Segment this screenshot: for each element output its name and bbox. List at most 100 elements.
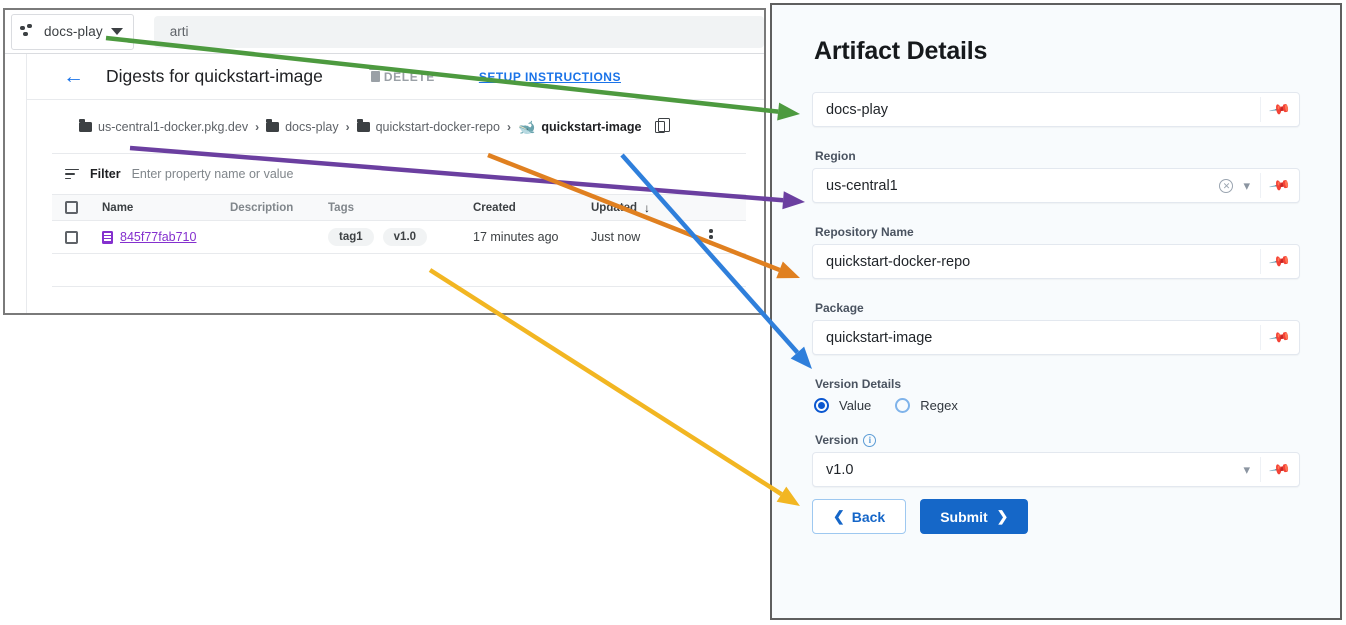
project-field[interactable]: docs-play 📌	[812, 92, 1300, 127]
back-button[interactable]: ❮ Back	[812, 499, 907, 534]
pin-icon: 📌	[1268, 325, 1293, 349]
digest-link[interactable]: 845f77fab710	[120, 230, 197, 244]
chevron-down-icon[interactable]: ▾	[1243, 461, 1250, 477]
column-header-description[interactable]: Description	[230, 201, 294, 214]
filter-input[interactable]: Enter property name or value	[131, 167, 294, 181]
left-rail	[5, 54, 27, 313]
filter-icon	[65, 168, 79, 180]
breadcrumb-separator: ›	[506, 119, 511, 134]
digest-icon	[102, 230, 113, 244]
breadcrumb-item-registry[interactable]: us-central1-docker.pkg.dev	[79, 119, 249, 134]
artifact-details-panel: Artifact Details docs-play 📌 Region us-c…	[770, 3, 1342, 620]
divider	[1260, 457, 1261, 482]
search-value: arti	[169, 24, 189, 39]
region-pin-button[interactable]: 📌	[1261, 169, 1299, 202]
kebab-menu-icon	[709, 230, 713, 244]
column-header-updated-label: Updated	[591, 201, 637, 214]
column-header-tags[interactable]: Tags	[328, 201, 354, 214]
breadcrumb-item-repo[interactable]: quickstart-docker-repo	[356, 119, 500, 134]
folder-icon	[79, 119, 92, 132]
arrow-down-icon: ↓	[644, 200, 650, 215]
copy-icon[interactable]	[655, 118, 671, 133]
pin-icon: 📌	[1268, 97, 1293, 121]
clear-circle-icon[interactable]: ✕	[1219, 178, 1234, 193]
row-menu-button[interactable]	[703, 230, 746, 244]
setup-instructions-link[interactable]: SETUP INSTRUCTIONS	[478, 69, 621, 84]
chevron-down-icon[interactable]: ▾	[1243, 177, 1250, 193]
submit-button[interactable]: Submit ❯	[920, 499, 1029, 534]
column-header-created[interactable]: Created	[473, 201, 516, 214]
project-name-label: docs-play	[44, 24, 103, 39]
delete-button[interactable]: DELETE	[369, 68, 435, 84]
breadcrumb-item-project[interactable]: docs-play	[266, 119, 339, 134]
version-pin-button[interactable]: 📌	[1261, 453, 1299, 486]
table-empty-area	[52, 254, 746, 287]
row-checkbox[interactable]	[52, 230, 102, 244]
project-pin-button[interactable]: 📌	[1261, 93, 1299, 126]
version-field[interactable]: v1.0 ▾ 📌	[812, 452, 1300, 487]
digests-table: Name Description Tags Created Updated ↓ …	[52, 195, 746, 287]
table-row[interactable]: 845f77fab710 tag1 v1.0 17 minutes ago Ju…	[52, 221, 746, 254]
info-icon[interactable]: i	[863, 433, 877, 447]
repository-pin-button[interactable]: 📌	[1261, 245, 1299, 278]
breadcrumb: us-central1-docker.pkg.dev › docs-play ›…	[27, 100, 764, 153]
version-details-radio-group: Value Regex	[814, 398, 1300, 413]
package-field[interactable]: quickstart-image 📌	[812, 320, 1300, 355]
breadcrumb-separator: ›	[255, 119, 260, 134]
console-topbar: docs-play arti	[5, 10, 764, 54]
cell-tags: tag1 v1.0	[328, 228, 473, 246]
chevron-left-icon: ❮	[833, 508, 845, 524]
pin-icon: 📌	[1268, 457, 1293, 481]
region-field[interactable]: us-central1 ✕ ▾ 📌	[812, 168, 1300, 203]
search-input[interactable]: arti	[153, 15, 764, 48]
repository-name-field[interactable]: quickstart-docker-repo 📌	[812, 244, 1300, 279]
radio-regex-label: Regex	[920, 398, 958, 413]
column-header-name[interactable]: Name	[102, 201, 134, 214]
folder-icon	[356, 119, 370, 132]
package-label: Package	[815, 301, 864, 315]
repository-name-label: Repository Name	[815, 225, 914, 239]
folder-icon	[266, 119, 280, 132]
version-field-value[interactable]: v1.0	[826, 461, 854, 478]
package-pin-button[interactable]: 📌	[1261, 321, 1299, 354]
package-field-value[interactable]: quickstart-image	[826, 329, 933, 346]
page-header: ← Digests for quickstart-image DELETE SE…	[27, 54, 764, 100]
page-title: Artifact Details	[814, 37, 988, 65]
checkbox-icon	[65, 201, 78, 214]
radio-value[interactable]	[814, 398, 829, 413]
region-label: Region	[815, 149, 856, 163]
region-field-value[interactable]: us-central1	[826, 177, 898, 194]
region-adornments: ✕ ▾	[1219, 169, 1260, 202]
console-body: ← Digests for quickstart-image DELETE SE…	[5, 54, 764, 313]
version-label-text: Version	[815, 433, 859, 447]
divider	[1260, 249, 1261, 274]
breadcrumb-label: docs-play	[285, 119, 339, 134]
radio-value-label: Value	[839, 398, 872, 413]
breadcrumb-label: us-central1-docker.pkg.dev	[98, 119, 249, 134]
radio-regex[interactable]	[895, 398, 911, 413]
select-all-checkbox[interactable]	[52, 201, 102, 214]
delete-label: DELETE	[383, 69, 435, 84]
tag-chip[interactable]: tag1	[328, 228, 374, 246]
pin-icon: 📌	[1268, 249, 1293, 273]
version-adornments: ▾	[1243, 453, 1260, 486]
trash-icon	[369, 68, 382, 82]
caret-down-icon[interactable]	[110, 28, 123, 35]
breadcrumb-label: quickstart-image	[541, 119, 642, 134]
form-actions: ❮ Back Submit ❯	[812, 499, 1300, 534]
cell-updated: Just now	[591, 230, 641, 244]
back-button-label: Back	[851, 508, 886, 525]
project-selector[interactable]: docs-play	[11, 13, 134, 50]
cell-created: 17 minutes ago	[473, 230, 559, 244]
column-header-updated[interactable]: Updated ↓	[591, 201, 703, 215]
back-arrow-icon[interactable]: ←	[63, 65, 84, 88]
divider	[1260, 97, 1261, 122]
gcp-console-panel: docs-play arti ← Digests for quickstart-…	[3, 8, 766, 315]
page-title: Digests for quickstart-image	[106, 66, 323, 86]
breadcrumb-item-image[interactable]: 🐋 quickstart-image	[518, 120, 641, 134]
project-field-value[interactable]: docs-play	[826, 101, 889, 118]
submit-button-label: Submit	[940, 508, 988, 525]
tag-chip[interactable]: v1.0	[382, 228, 428, 246]
repository-name-value[interactable]: quickstart-docker-repo	[826, 253, 971, 270]
cell-name: 845f77fab710	[102, 230, 230, 244]
